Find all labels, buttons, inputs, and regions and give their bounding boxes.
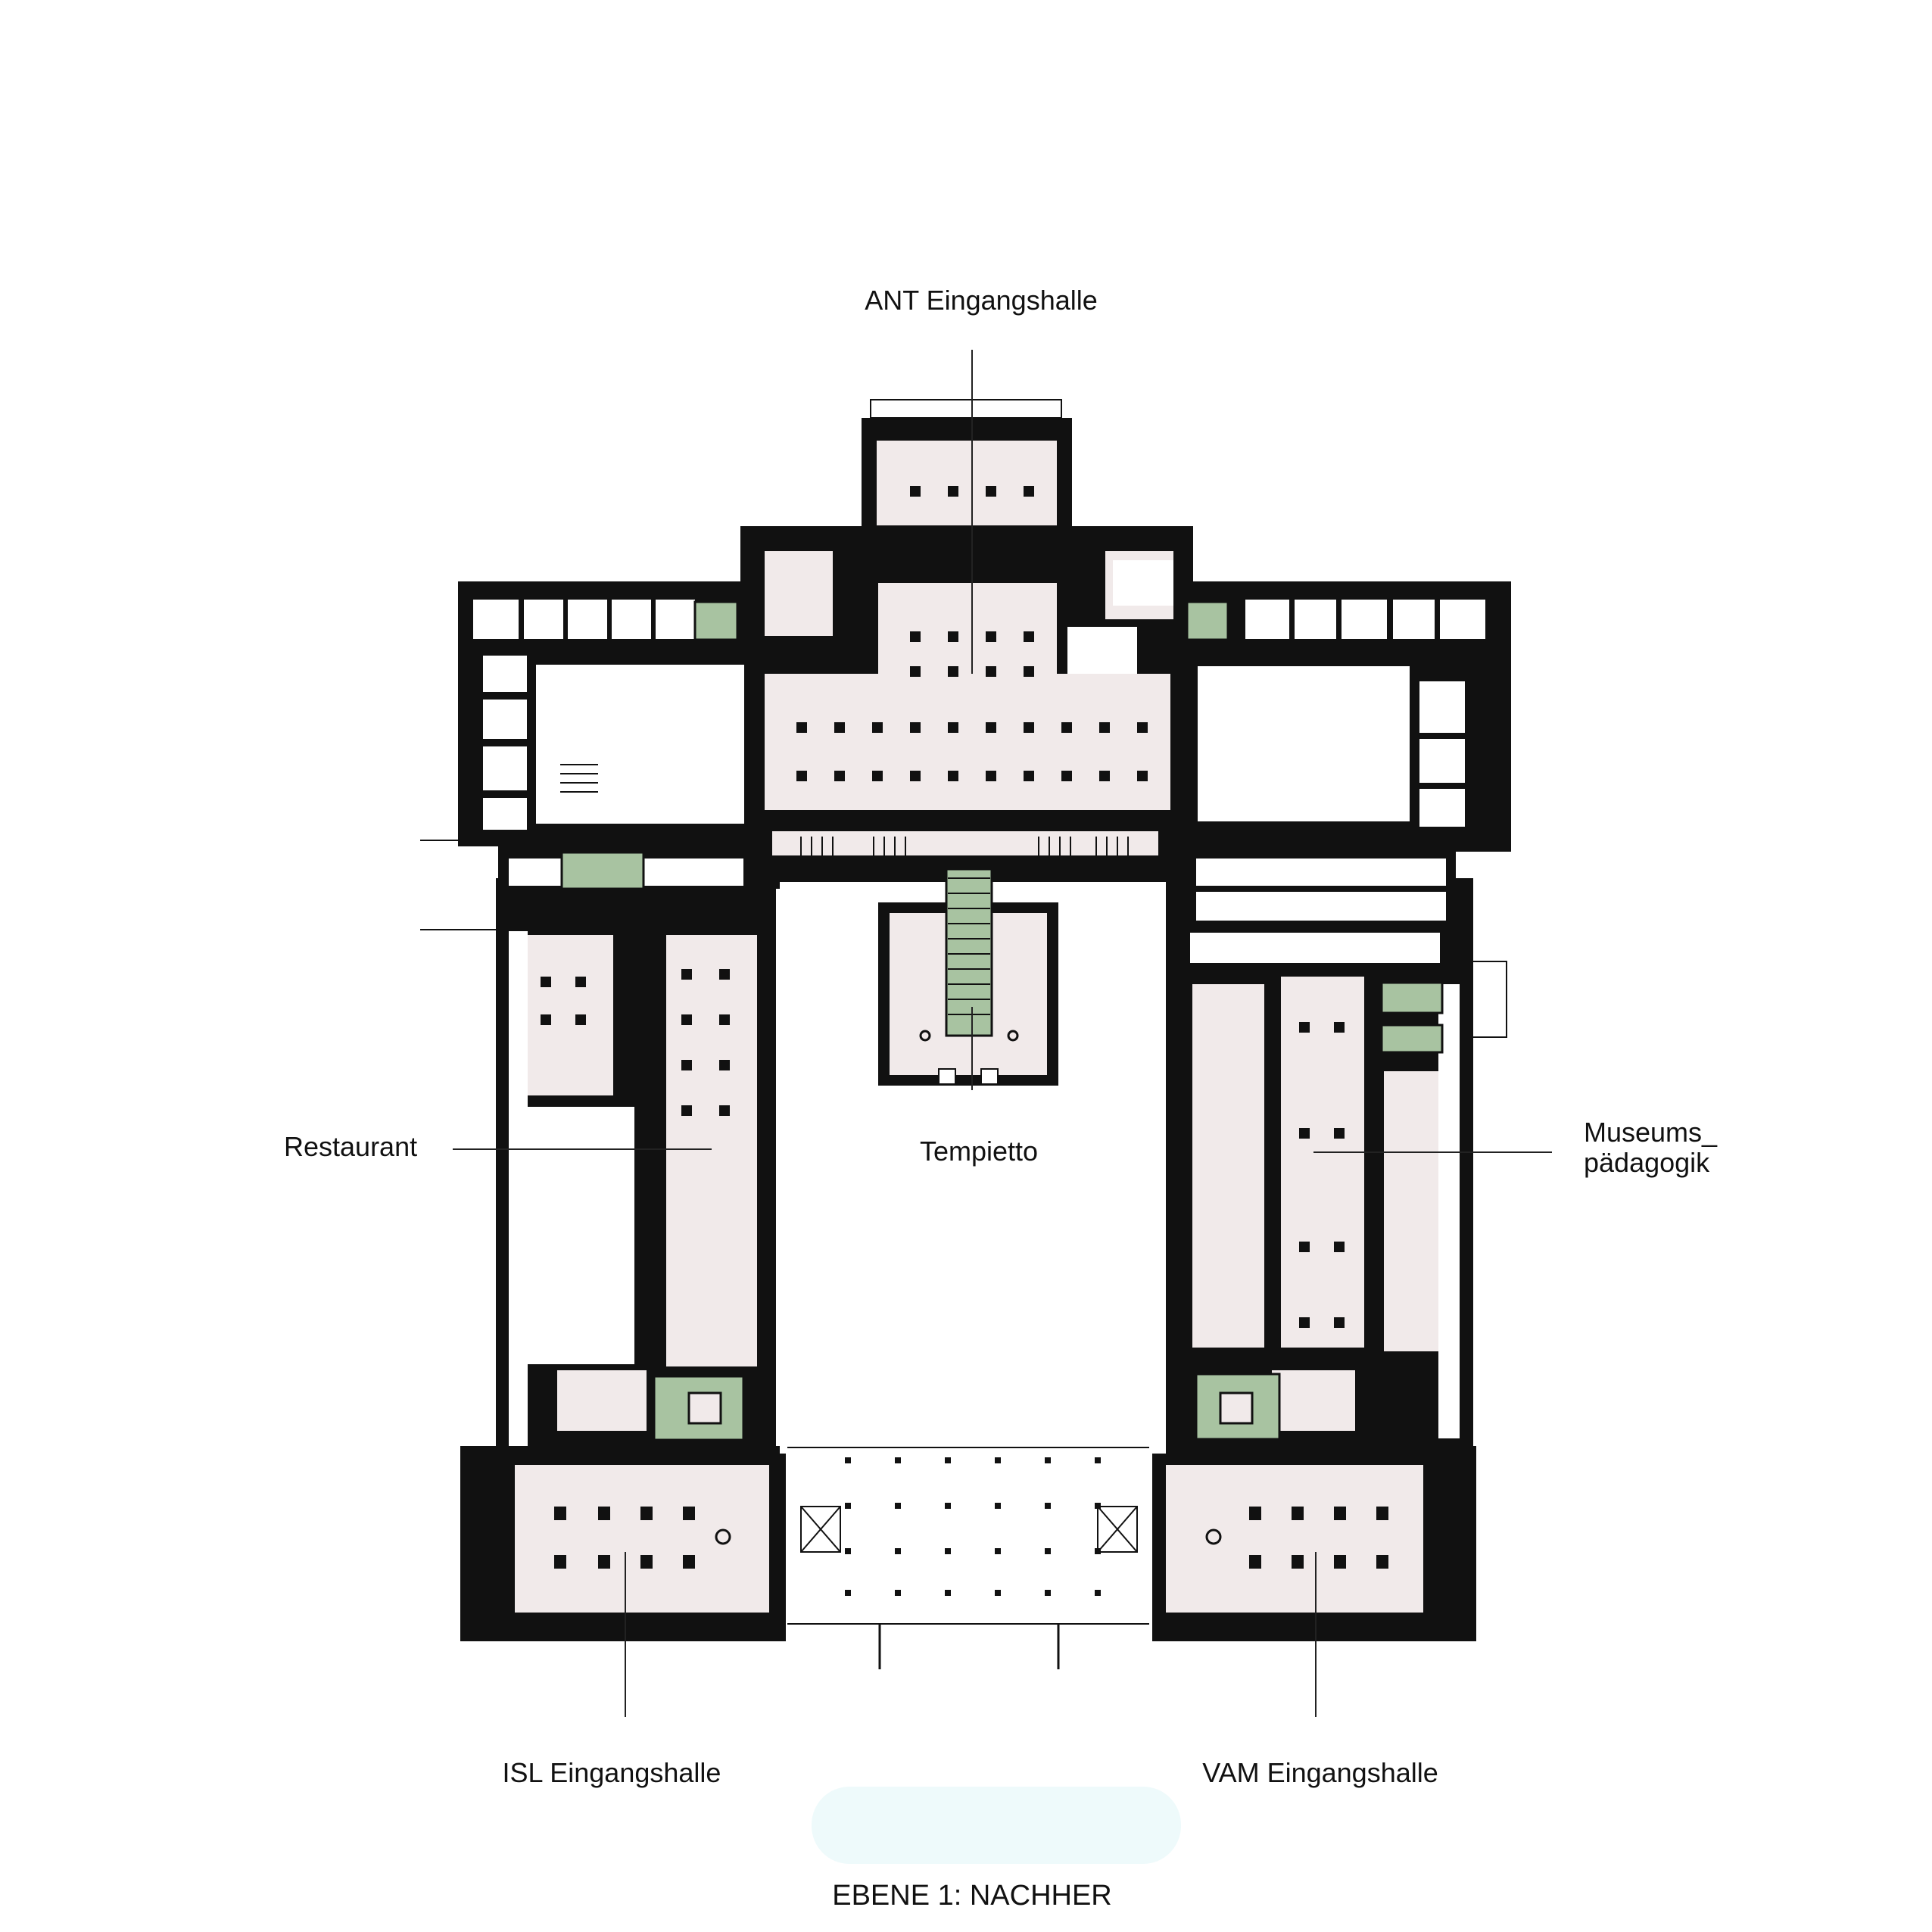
stair-landing bbox=[687, 1391, 722, 1425]
label-ant-eingangshalle: ANT Eingangshalle bbox=[865, 285, 1098, 316]
stair-landing bbox=[1219, 1391, 1254, 1425]
label-tempietto: Tempietto bbox=[920, 1136, 1038, 1167]
label-museumspaedagogik-line1: Museums_ bbox=[1584, 1117, 1718, 1148]
title-background bbox=[812, 1787, 1181, 1864]
label-museumspaedagogik-line2: pädagogik bbox=[1584, 1147, 1710, 1178]
leader-lines bbox=[453, 350, 1552, 1717]
tempietto bbox=[878, 868, 1058, 1086]
thin-lines bbox=[420, 399, 1511, 1669]
stair-treads bbox=[560, 764, 1129, 882]
columns bbox=[541, 486, 1388, 1596]
pavilion-markers bbox=[715, 1528, 1222, 1545]
label-restaurant: Restaurant bbox=[284, 1131, 417, 1162]
plan-title: EBENE 1: NACHHER bbox=[832, 1880, 1112, 1912]
label-isl-eingangshalle: ISL Eingangshalle bbox=[503, 1757, 721, 1788]
label-vam-eingangshalle: VAM Eingangshalle bbox=[1202, 1757, 1438, 1788]
